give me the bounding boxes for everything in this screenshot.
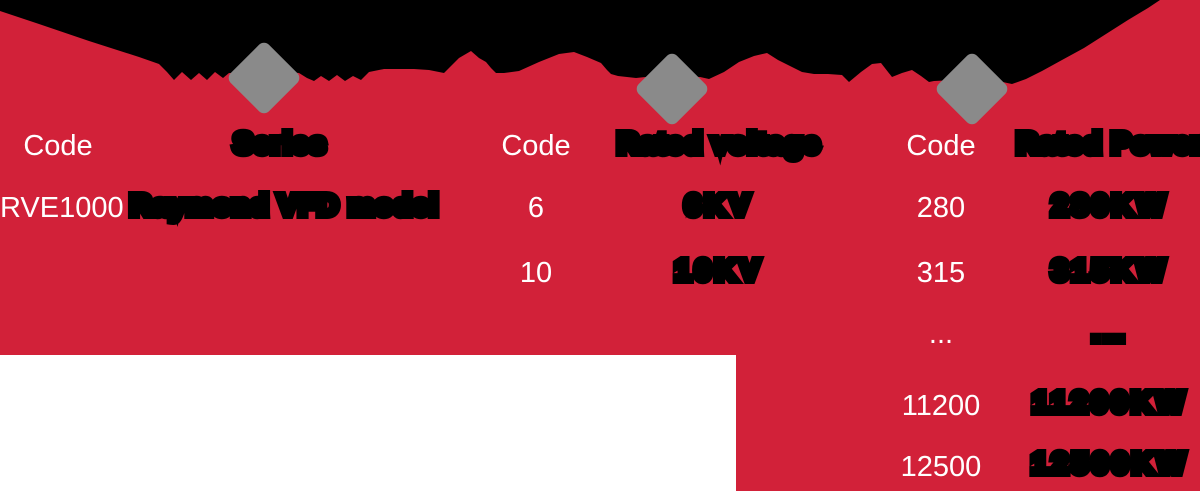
power-label-ellipsis: ... (1088, 312, 1129, 352)
series-label-header: Series (229, 124, 329, 164)
series-code-value: RVE1000 (0, 192, 124, 224)
power-code-value: 280 (916, 192, 966, 224)
series-label-value: Raymond VFD model (126, 186, 442, 226)
voltage-code-header: Code (501, 130, 571, 162)
voltage-label-value: 6KV (681, 186, 754, 226)
power-code-header: Code (906, 130, 976, 162)
power-code-ellipsis: ... (928, 318, 954, 350)
voltage-label-header: Rated voltage (613, 124, 823, 164)
power-code-value: 315 (916, 257, 966, 289)
power-code-value: 11200 (901, 390, 981, 422)
power-label-value: 12500KW (1028, 444, 1189, 484)
voltage-code-value: 10 (519, 257, 553, 289)
series-code-header: Code (23, 130, 93, 162)
voltage-code-value: 6 (527, 192, 545, 224)
power-label-value: 11200KW (1028, 383, 1188, 423)
model-code-band (0, 0, 1160, 84)
band-shape (0, 0, 1160, 84)
power-code-value: 12500 (900, 451, 982, 483)
power-label-value: 315KW (1048, 251, 1169, 291)
power-label-value: 280KW (1048, 186, 1169, 226)
white-cutout-area (0, 355, 736, 491)
power-label-header: Rated Power (1013, 124, 1200, 164)
voltage-label-value: 10KV (671, 251, 764, 291)
